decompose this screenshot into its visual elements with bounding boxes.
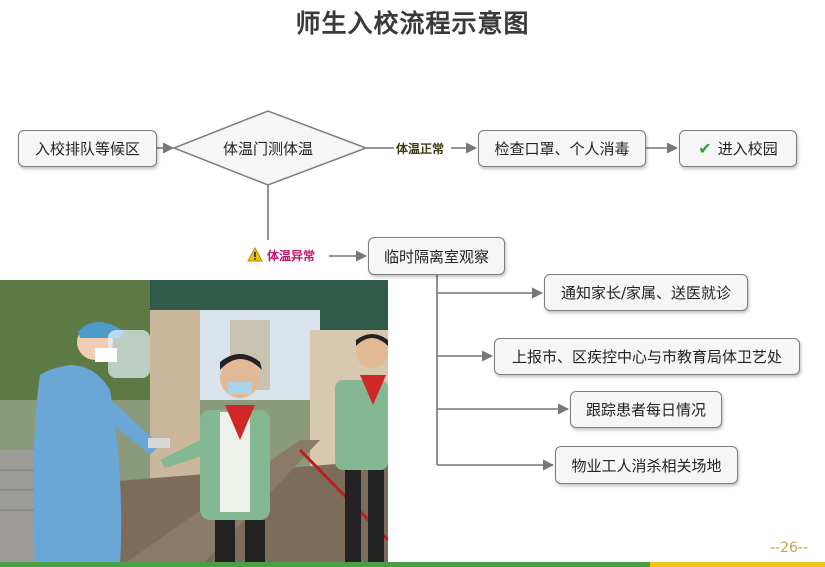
action-label-3: 跟踪患者每日情况 [585,401,706,419]
action-label-4: 物业工人消杀相关场地 [571,456,722,475]
temp-check-label: 体温门测体温 [222,140,313,158]
abnormal-row: 体温异常 [247,246,316,264]
enter-label: 进入校园 [717,140,778,158]
enter-box: ✔ 进入校园 [679,130,797,167]
isolation-box: 临时隔离室观察 [368,237,505,275]
mask-check-box: 检查口罩、个人消毒 [478,130,646,167]
temperature-check-photo [0,280,388,567]
mask-check-label: 检查口罩、个人消毒 [494,140,630,158]
queue-label: 入校排队等候区 [34,140,140,158]
action-box-4: 物业工人消杀相关场地 [555,446,738,484]
normal-label: 体温正常 [396,142,445,156]
temp-check-diamond [171,110,369,186]
check-icon: ✔ [698,139,712,158]
queue-box: 入校排队等候区 [18,130,157,167]
footer-bar-green [0,562,650,567]
action-box-2: 上报市、区疾控中心与市教育局体卫艺处 [494,338,800,375]
page-title: 师生入校流程示意图 [295,9,530,38]
action-label-1: 通知家长/家属、送医就诊 [560,284,732,302]
warning-icon [247,246,263,262]
abnormal-label: 体温异常 [267,249,316,263]
action-label-2: 上报市、区疾控中心与市教育局体卫艺处 [511,348,782,366]
footer-bar-yellow [650,562,825,567]
action-box-1: 通知家长/家属、送医就诊 [544,274,748,311]
action-box-3: 跟踪患者每日情况 [570,391,722,428]
page-number: --26-- [770,540,809,556]
isolation-label: 临时隔离室观察 [383,247,489,266]
